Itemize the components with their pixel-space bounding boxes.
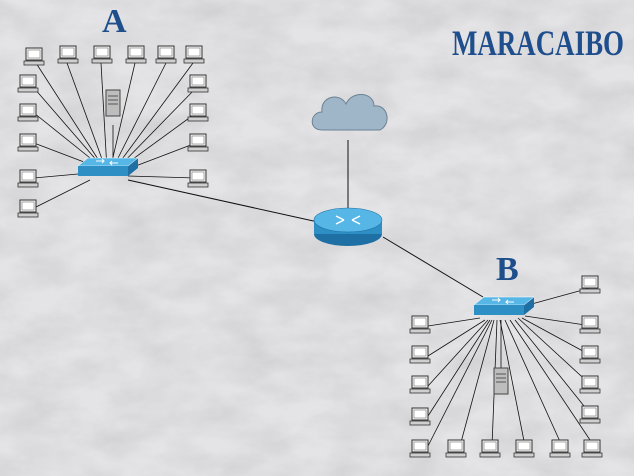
workstation-icon[interactable]	[581, 439, 603, 458]
workstation-icon[interactable]	[409, 407, 431, 426]
workstation-icon[interactable]	[409, 439, 431, 458]
workstation-icon[interactable]	[187, 103, 209, 122]
workstation-icon[interactable]	[187, 169, 209, 188]
workstation-icon[interactable]	[125, 45, 147, 64]
workstation-icon[interactable]	[479, 439, 501, 458]
workstation-icon[interactable]	[17, 199, 39, 218]
workstation-icon[interactable]	[183, 45, 205, 64]
workstation-icon[interactable]	[513, 439, 535, 458]
workstation-icon[interactable]	[187, 133, 209, 152]
workstation-icon[interactable]	[409, 315, 431, 334]
workstation-icon[interactable]	[579, 345, 601, 364]
workstation-icon[interactable]	[409, 375, 431, 394]
workstation-icon[interactable]	[549, 439, 571, 458]
server-icon[interactable]	[105, 89, 121, 117]
workstation-icon[interactable]	[17, 74, 39, 93]
workstation-icon[interactable]	[409, 345, 431, 364]
workstation-icon[interactable]	[17, 169, 39, 188]
router-icon[interactable]	[313, 207, 383, 246]
site-b-label: B	[496, 251, 519, 288]
workstation-icon[interactable]	[155, 45, 177, 64]
workstation-icon[interactable]	[579, 275, 601, 294]
server-icon[interactable]	[493, 367, 509, 395]
workstation-icon[interactable]	[579, 375, 601, 394]
workstation-icon[interactable]	[17, 133, 39, 152]
workstation-icon[interactable]	[17, 103, 39, 122]
site-a-label: A	[102, 3, 127, 40]
wan-links	[127, 140, 484, 298]
workstation-icon[interactable]	[91, 45, 113, 64]
workstation-icon[interactable]	[579, 405, 601, 424]
cloud-icon[interactable]	[311, 94, 388, 131]
workstation-icon[interactable]	[23, 47, 45, 66]
page-title: MARACAIBO	[452, 23, 624, 63]
workstation-icon[interactable]	[187, 74, 209, 93]
workstation-icon[interactable]	[57, 45, 79, 64]
switch-icon[interactable]	[473, 296, 535, 316]
site-b-links	[427, 287, 595, 447]
switch-icon[interactable]	[77, 157, 139, 177]
workstation-icon[interactable]	[579, 315, 601, 334]
workstation-icon[interactable]	[445, 439, 467, 458]
